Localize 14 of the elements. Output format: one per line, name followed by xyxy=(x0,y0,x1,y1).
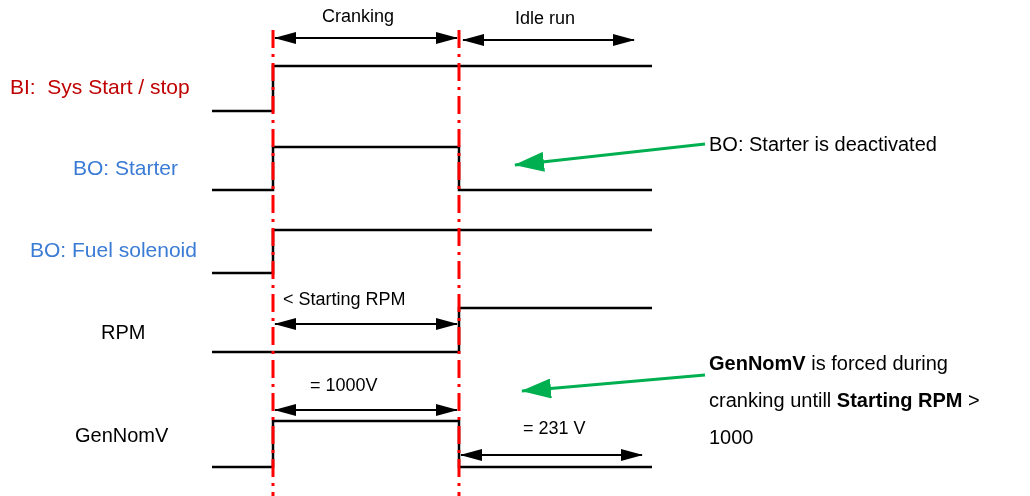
phase-label: Idle run xyxy=(515,8,576,29)
signal-name: BI: Sys Start / stop xyxy=(10,75,190,100)
arrow xyxy=(521,373,706,399)
signal-name: BO: Fuel solenoid xyxy=(30,238,197,263)
arrow xyxy=(514,142,706,172)
dimension-label: = 1000V xyxy=(310,375,378,396)
signal-name: RPM xyxy=(101,321,146,344)
note-text: GenNomV is forced during cranking untill Starting RPM > 1000 xyxy=(709,345,1029,456)
dimension-label: < Starting RPM xyxy=(283,289,406,310)
note-text: BO: Starter is deactivated xyxy=(709,132,1019,156)
signal-name: GenNomV xyxy=(75,424,169,447)
phase-label: Cranking xyxy=(322,6,395,27)
signal-name: BO: Starter xyxy=(73,156,179,181)
dimension-label: = 231 V xyxy=(523,418,586,439)
